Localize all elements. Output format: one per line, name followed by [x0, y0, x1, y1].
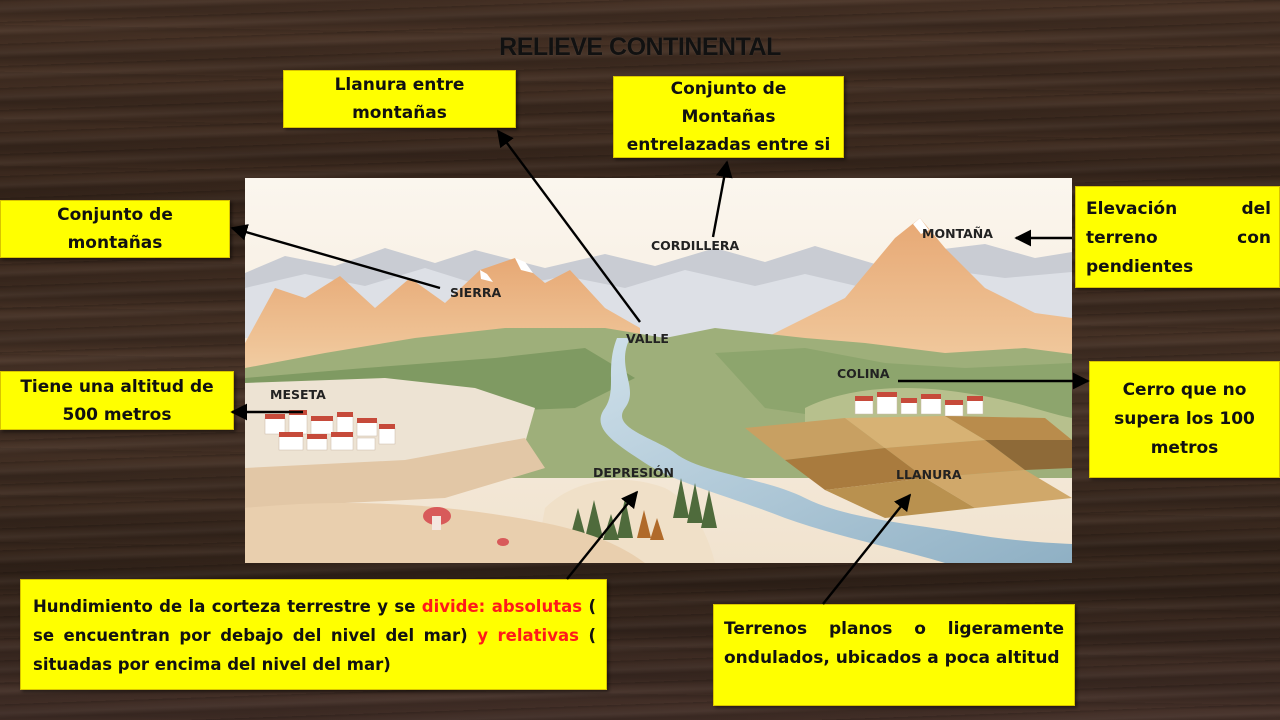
valle-definition-line-2: montañas: [352, 103, 447, 123]
colina-definition-line-1: Cerro que no: [1122, 380, 1247, 400]
valle-definition-box: Llanura entre montañas: [283, 70, 516, 128]
llanura-definition-text: Terrenos planos o ligeramente ondulados,…: [724, 619, 1064, 668]
depresion-y-highlight: y: [477, 626, 488, 645]
depresion-absolutas-highlight: absolutas: [491, 597, 583, 616]
depresion-definition-part-1: Hundimiento de la corteza terrestre y se: [33, 597, 416, 616]
sierra-definition-line-1: Conjunto de: [57, 205, 173, 225]
depresion-definition-part-2: ( se encuentran por debajo del nivel del…: [33, 597, 596, 645]
cordillera-definition-line-1: Conjunto de: [670, 79, 787, 99]
colina-definition-line-3: metros: [1150, 438, 1219, 458]
cordillera-definition-box: Conjunto de Montañas entrelazadas entre …: [613, 76, 844, 158]
montana-definition-text: Elevación del terreno con pendientes: [1086, 199, 1271, 277]
cordillera-definition-line-2: Montañas: [681, 107, 776, 127]
colina-definition-box: Cerro que no supera los 100 metros: [1089, 361, 1280, 478]
cordillera-definition-line-3: entrelazadas entre si: [626, 135, 831, 155]
label-valle: VALLE: [626, 331, 669, 346]
meseta-definition-line-2: 500 metros: [62, 404, 172, 425]
label-colina: COLINA: [837, 366, 890, 381]
label-cordillera: CORDILLERA: [651, 238, 740, 253]
colina-definition-line-2: supera los 100: [1114, 409, 1255, 429]
label-llanura: LLANURA: [896, 467, 962, 482]
sierra-definition-box: Conjunto de montañas: [0, 200, 230, 258]
depresion-definition-box: Hundimiento de la corteza terrestre y se…: [20, 579, 607, 690]
label-depresion: DEPRESIÓN: [593, 465, 674, 480]
label-meseta: MESETA: [270, 387, 326, 402]
montana-definition-box: Elevación del terreno con pendientes: [1075, 186, 1280, 288]
landscape-illustration: CORDILLERA MONTAÑA SIERRA VALLE MESETA C…: [245, 178, 1072, 563]
label-montana: MONTAÑA: [922, 226, 993, 241]
depresion-divide-highlight: divide:: [421, 597, 486, 616]
page-title: RELIEVE CONTINENTAL: [499, 33, 781, 61]
sierra-definition-line-2: montañas: [67, 233, 163, 253]
meseta-definition-line-1: Tiene una altitud de: [20, 376, 214, 397]
depresion-relativas-highlight: relativas: [497, 626, 579, 645]
valle-definition-line-1: Llanura entre: [334, 75, 465, 95]
llanura-definition-box: Terrenos planos o ligeramente ondulados,…: [713, 604, 1075, 706]
meseta-definition-box: Tiene una altitud de 500 metros: [0, 371, 234, 430]
depresion-definition-part-3: ( situadas por encima del nivel del mar): [33, 626, 596, 674]
label-sierra: SIERRA: [450, 285, 501, 300]
